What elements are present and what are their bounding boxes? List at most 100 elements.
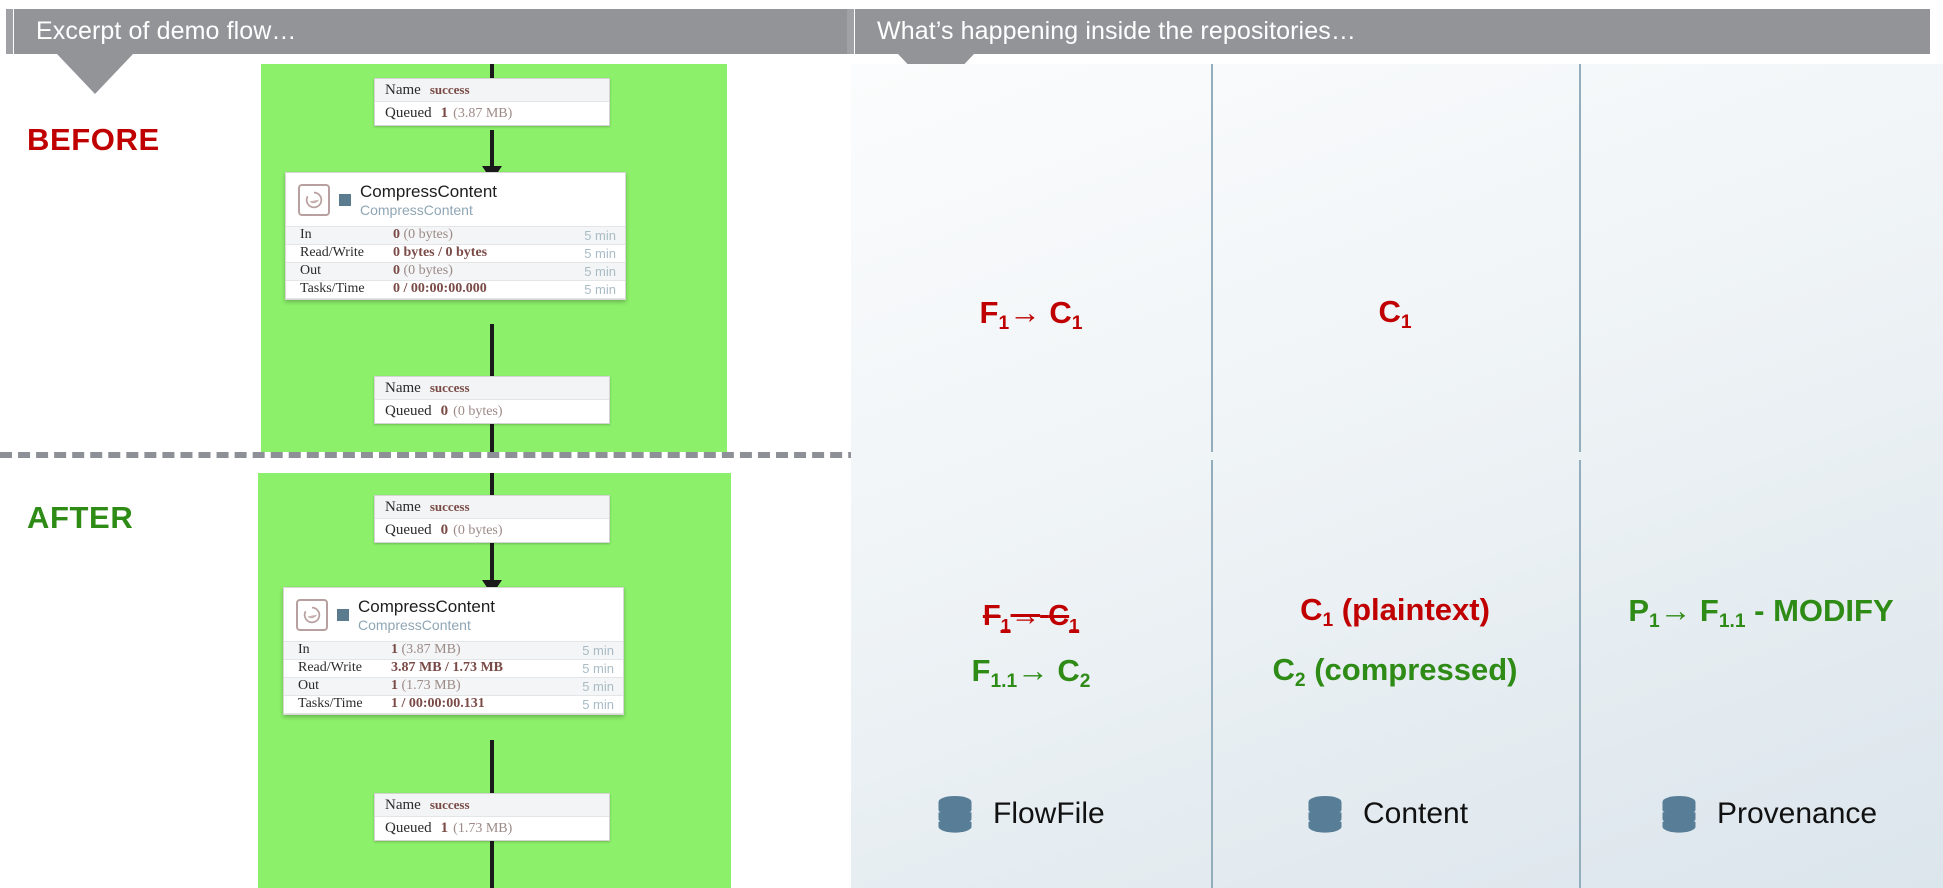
- processor-stats-before: In 0 (0 bytes) 5 min Read/Write 0 bytes …: [286, 225, 625, 299]
- connection-box-before-top[interactable]: Name success Queued 1 (3.87 MB): [374, 78, 610, 126]
- repo-footer-label: Content: [1363, 797, 1469, 830]
- connection-queued-label: Queued: [385, 522, 432, 538]
- banner-left-tick: [6, 9, 13, 54]
- database-icon: [1308, 795, 1342, 833]
- stat-value-main: 1 / 00:00:00.131: [391, 696, 485, 712]
- stat-value-main: 0 / 00:00:00.000: [393, 281, 487, 297]
- repo-footer-content: Content: [1303, 792, 1468, 836]
- stat-value: 0 (0 bytes): [393, 263, 584, 279]
- compress-content-icon: [298, 184, 330, 217]
- stat-value: 0 / 00:00:00.000: [393, 281, 584, 297]
- arrow-glyph: →: [1009, 294, 1041, 330]
- stat-value: 0 bytes / 0 bytes: [393, 245, 584, 261]
- banner-left-pointer: [57, 54, 133, 94]
- connection-box-after-bottom[interactable]: Name success Queued 1 (1.73 MB): [374, 793, 610, 841]
- processor-compresscontent-after[interactable]: CompressContent CompressContent In 1 (3.…: [283, 587, 624, 715]
- stat-row: Read/Write 0 bytes / 0 bytes 5 min: [286, 244, 625, 263]
- connector-line-after-2a: [490, 740, 494, 793]
- stat-value-main: 0 bytes / 0 bytes: [393, 245, 488, 261]
- repo-note-text: C1: [1049, 295, 1083, 335]
- repo-note-after-content-old: C1 (plaintext): [1211, 592, 1579, 631]
- label-after: AFTER: [27, 500, 134, 535]
- repo-note-text: F1.1 - MODIFY: [1699, 593, 1894, 633]
- stat-label: Read/Write: [298, 660, 362, 676]
- stat-value: 1 / 00:00:00.131: [391, 696, 582, 712]
- repo-column-separator-1-bottom: [1211, 460, 1213, 888]
- stat-value-detail: (3.87 MB): [401, 642, 461, 658]
- stat-value-main: 1: [391, 642, 398, 658]
- repo-note-text: C2: [1057, 653, 1091, 693]
- connection-queued-size: (3.87 MB): [453, 105, 513, 121]
- database-icon: [938, 795, 972, 833]
- repo-note-before-content: C1: [1211, 294, 1579, 334]
- stat-row: Tasks/Time 0 / 00:00:00.000 5 min: [286, 280, 625, 299]
- stat-value-main: 3.87 MB / 1.73 MB: [391, 660, 503, 676]
- connection-queued-count: 1: [440, 105, 449, 121]
- processor-type: CompressContent: [358, 617, 471, 634]
- repo-note-text: F1: [982, 600, 1011, 635]
- stat-value-main: 0: [393, 263, 400, 279]
- stat-value-detail: (0 bytes): [403, 263, 453, 279]
- stat-label: Tasks/Time: [300, 281, 365, 297]
- connection-name-value: success: [429, 380, 470, 395]
- connection-box-after-top[interactable]: Name success Queued 0 (0 bytes): [374, 495, 610, 543]
- processor-titles: CompressContent CompressContent: [358, 597, 495, 634]
- stat-label: Out: [298, 678, 319, 694]
- repo-note-after-flowfile-new: F1.1→ C2: [851, 652, 1211, 693]
- repo-footer-label: Provenance: [1717, 797, 1878, 830]
- processor-stats-after: In 1 (3.87 MB) 5 min Read/Write 3.87 MB …: [284, 640, 623, 714]
- connection-name-label: Name: [385, 498, 421, 515]
- processor-titles: CompressContent CompressContent: [360, 182, 497, 219]
- connection-queued-row: Queued 1 (3.87 MB): [375, 102, 609, 125]
- stat-row: In 1 (3.87 MB) 5 min: [284, 641, 623, 660]
- stat-value: 3.87 MB / 1.73 MB: [391, 660, 582, 676]
- banner-whats-happening-inside-the-repositories: What’s happening inside the repositories…: [855, 9, 1930, 54]
- stat-label: Tasks/Time: [298, 696, 363, 712]
- connector-line-after-2b: [490, 838, 494, 888]
- repo-note-text: C1: [1378, 294, 1412, 334]
- repo-note-after-content-new: C2 (compressed): [1211, 652, 1579, 692]
- stat-time: 5 min: [584, 281, 616, 297]
- repo-footer-flowfile: FlowFile: [933, 792, 1105, 836]
- connection-queued-row: Queued 0 (0 bytes): [375, 519, 609, 542]
- arrow-glyph: →: [1010, 599, 1041, 632]
- stat-time: 5 min: [582, 696, 614, 712]
- stat-row: In 0 (0 bytes) 5 min: [286, 226, 625, 245]
- stat-label: Out: [300, 263, 321, 279]
- stat-time: 5 min: [584, 263, 616, 279]
- stat-time: 5 min: [584, 245, 616, 261]
- connection-box-before-bottom[interactable]: Name success Queued 0 (0 bytes): [374, 376, 610, 424]
- stat-time: 5 min: [582, 660, 614, 676]
- stat-row: Out 1 (1.73 MB) 5 min: [284, 677, 623, 696]
- repo-column-separator-1-top: [1211, 64, 1213, 452]
- connection-name-value: success: [429, 82, 470, 97]
- repo-footer-label: FlowFile: [993, 797, 1105, 830]
- connection-queued-count: 1: [440, 820, 449, 836]
- processor-run-status-icon: [337, 609, 349, 622]
- repo-note-text: C2 (compressed): [1272, 652, 1518, 692]
- repo-note-before-flowfile: F1→ C1: [851, 294, 1211, 335]
- compress-content-icon: [296, 599, 328, 632]
- connection-name-row: Name success: [375, 79, 609, 102]
- processor-name: CompressContent: [358, 597, 496, 616]
- repo-note-text: C1: [1048, 600, 1080, 635]
- stat-label: Read/Write: [300, 245, 364, 261]
- connection-queued-label: Queued: [385, 820, 432, 836]
- stat-row: Tasks/Time 1 / 00:00:00.131 5 min: [284, 695, 623, 714]
- repositories-panel: F1→ C1 C1 F1→ C1 F1.1→ C2 C1 (plaintext)…: [851, 64, 1943, 888]
- stat-time: 5 min: [584, 227, 616, 243]
- repo-note-text: F1: [979, 295, 1010, 335]
- processor-compresscontent-before[interactable]: CompressContent CompressContent In 0 (0 …: [285, 172, 626, 300]
- connection-queued-row: Queued 1 (1.73 MB): [375, 817, 609, 840]
- stat-value: 1 (3.87 MB): [391, 642, 582, 658]
- connection-name-label: Name: [385, 81, 421, 98]
- banner-excerpt-of-demo-flow: Excerpt of demo flow…: [14, 9, 854, 54]
- repo-note-after-provenance: P1→ F1.1 - MODIFY: [1579, 592, 1943, 633]
- arrow-glyph: →: [1017, 652, 1049, 688]
- banner-right-tick: [847, 9, 854, 54]
- stat-value-main: 1: [391, 678, 398, 694]
- connector-line-after-1b: [490, 543, 494, 587]
- connection-queued-size: (0 bytes): [453, 403, 503, 419]
- connector-line-before-2a: [490, 324, 494, 376]
